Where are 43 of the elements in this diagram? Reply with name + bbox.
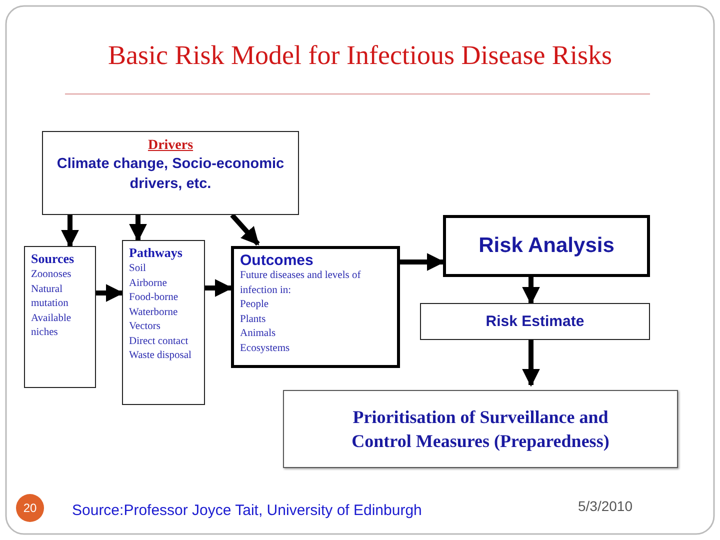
box-title: Prioritisation of Surveillance and Control Measures (Preparedness)	[350, 406, 610, 453]
list-item: Natural mutation	[31, 282, 70, 311]
list-item: Plants	[240, 312, 267, 326]
category-box	[122, 240, 205, 405]
box-title: Risk Estimate	[486, 313, 584, 330]
drivers-box	[42, 131, 299, 215]
list-item: Soil	[129, 262, 147, 276]
list-item: Available niches	[31, 312, 72, 340]
list-item: Climate change, Socio-economic drivers, etc.	[56, 155, 286, 194]
arrow	[129, 215, 147, 242]
list-item: Airborne	[129, 276, 168, 290]
date: 5/3/2010	[578, 498, 632, 514]
arrow	[400, 253, 445, 271]
arrow	[61, 215, 79, 248]
process-box	[283, 390, 678, 468]
list-item: Animals	[240, 327, 277, 341]
category-box	[24, 246, 96, 388]
box-heading: Sources	[31, 251, 76, 267]
outcomes-box	[231, 246, 400, 368]
box-heading: Outcomes	[240, 252, 314, 269]
list-item: Future diseases and levels of infection in:	[240, 269, 362, 298]
process-box	[443, 215, 650, 277]
list-item: Zoonoses	[31, 268, 72, 282]
arrow	[96, 284, 124, 302]
list-item: Waste disposal	[129, 349, 192, 363]
list-item: Waterborne	[129, 306, 179, 320]
arrow	[205, 279, 233, 297]
list-item: Food-borne	[129, 291, 179, 305]
box-title: Risk Analysis	[478, 234, 614, 258]
arrow	[522, 340, 540, 387]
list-item: Vectors	[129, 320, 162, 334]
slide-title: Basic Risk Model for Infectious Disease Risks	[107, 40, 613, 71]
source-note: Source:Professor Joyce Tait, University of Edinburgh	[72, 502, 422, 519]
arrow	[522, 277, 540, 305]
process-box	[420, 303, 650, 340]
page-number-badge	[16, 494, 44, 522]
arrow	[230, 213, 260, 246]
list-item: People	[240, 298, 270, 312]
box-heading: Pathways	[129, 245, 184, 261]
box-heading: Drivers	[146, 138, 194, 154]
list-item: Ecosystems	[240, 342, 291, 356]
page-number: 20	[23, 501, 37, 515]
list-item: Direct contact	[129, 334, 190, 348]
